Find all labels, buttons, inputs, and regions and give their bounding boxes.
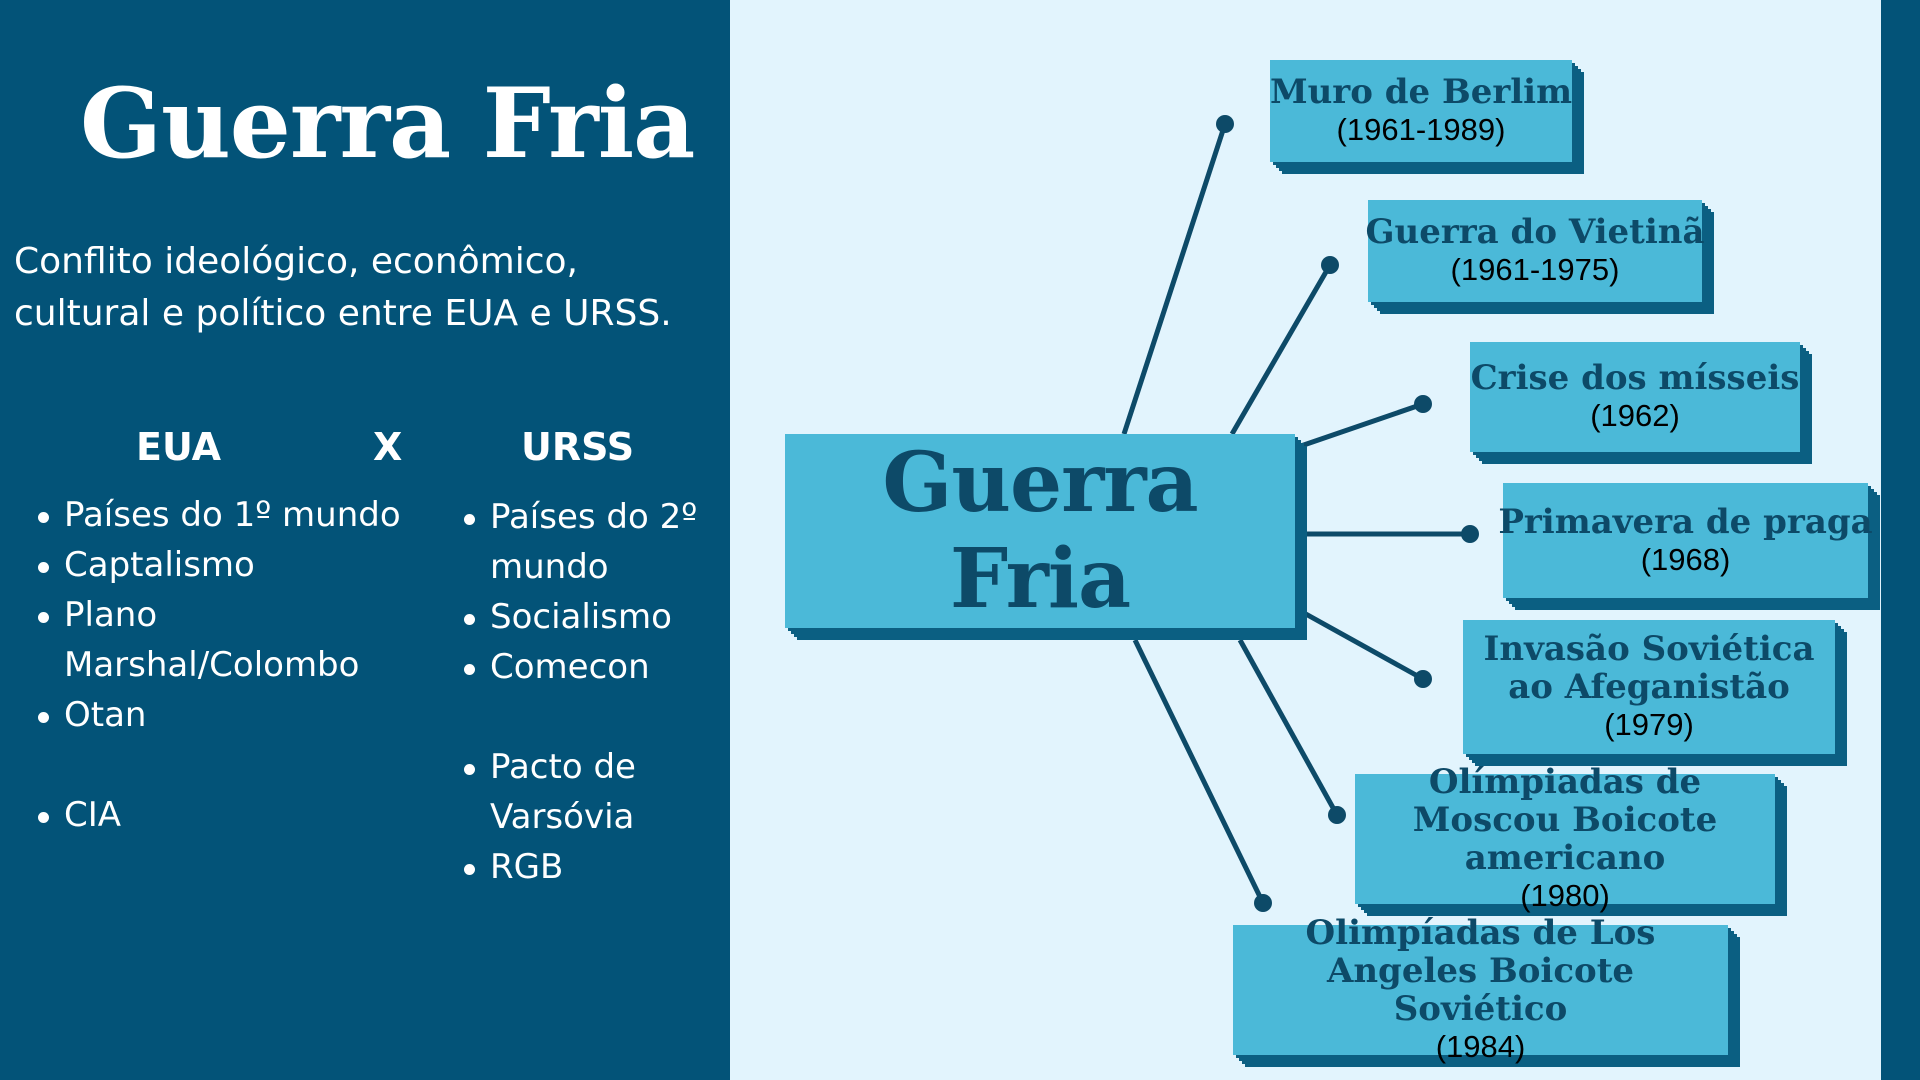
connector-line	[1237, 638, 1340, 817]
urss-list: Países do 2º mundo Socialismo Comecon Pa…	[460, 492, 720, 892]
connector-line	[1132, 638, 1266, 905]
center-node: Guerra Fria	[785, 434, 1295, 628]
connector-dot	[1414, 670, 1432, 688]
center-label: Guerra Fria	[882, 435, 1198, 627]
event-title: Primavera de praga	[1498, 501, 1873, 542]
event-title: Crise dos mísseis	[1470, 358, 1800, 398]
event-year: (1979)	[1604, 707, 1694, 742]
event-title: Muro de Berlim	[1269, 72, 1573, 112]
event-year: (1980)	[1520, 878, 1610, 913]
connector-dot	[1321, 256, 1339, 274]
event-title: Olímpiadas de Moscou Boicote americano	[1412, 762, 1718, 878]
eua-item: Captalismo	[34, 540, 414, 590]
event-box-olimpiadas-los-angeles: Olimpíadas de Los Angeles Boicote Soviét…	[1233, 914, 1728, 1064]
connector-line	[1121, 123, 1228, 435]
eua-item: Otan	[34, 690, 414, 740]
event-box-invasao-afeganistao: Invasão Soviética ao Afeganistão (1979)	[1463, 620, 1835, 754]
event-year: (1984)	[1435, 1029, 1526, 1064]
connector-dot	[1254, 894, 1272, 912]
eua-item: CIA	[34, 790, 414, 840]
event-box-olimpiadas-moscou: Olímpiadas de Moscou Boicote americano (…	[1355, 763, 1775, 913]
connector-dot	[1328, 806, 1346, 824]
event-box-primavera-de-praga: Primavera de praga (1968)	[1498, 483, 1873, 598]
urss-item: Comecon	[460, 642, 720, 692]
versus-label: X	[373, 425, 403, 469]
connector-dot	[1461, 525, 1479, 543]
event-year: (1962)	[1590, 398, 1680, 433]
event-year: (1961-1989)	[1336, 112, 1506, 147]
event-title: Guerra do Vietinã	[1365, 212, 1705, 252]
event-year: (1968)	[1640, 541, 1731, 577]
left-panel: Guerra Fria Conflito ideológico, econômi…	[0, 0, 730, 1080]
event-box-crise-dos-misseis: Crise dos mísseis (1962)	[1470, 342, 1800, 452]
connector-line	[1293, 605, 1425, 682]
connector-line	[1229, 263, 1333, 436]
urss-item: RGB	[460, 842, 720, 892]
subtitle: Conflito ideológico, econômico, cultural…	[14, 241, 672, 334]
connector-dot	[1414, 395, 1432, 413]
event-year: (1961-1975)	[1450, 252, 1620, 287]
urss-item: Países do 2º mundo	[460, 492, 720, 592]
eua-item: Países do 1º mundo	[34, 490, 414, 540]
page-title: Guerra Fria	[80, 67, 695, 180]
event-title: Invasão Soviética ao Afeganistão	[1483, 629, 1815, 707]
eua-list: Países do 1º mundo Captalismo Plano Mars…	[34, 490, 414, 840]
eua-header: EUA	[136, 425, 222, 469]
urss-item: Socialismo	[460, 592, 720, 642]
connector-dot	[1216, 115, 1234, 133]
connector-line	[1294, 401, 1424, 451]
event-box-guerra-do-vietna: Guerra do Vietinã (1961-1975)	[1365, 200, 1705, 302]
event-box-muro-de-berlim: Muro de Berlim (1961-1989)	[1270, 60, 1572, 162]
urss-item: Pacto de Varsóvia	[460, 742, 720, 842]
eua-item: Plano Marshal/Colombo	[34, 590, 414, 690]
right-edge-strip	[1881, 0, 1920, 1080]
event-title: Olimpíadas de Los Angeles Boicote Soviét…	[1305, 913, 1656, 1029]
urss-header: URSS	[521, 425, 635, 469]
